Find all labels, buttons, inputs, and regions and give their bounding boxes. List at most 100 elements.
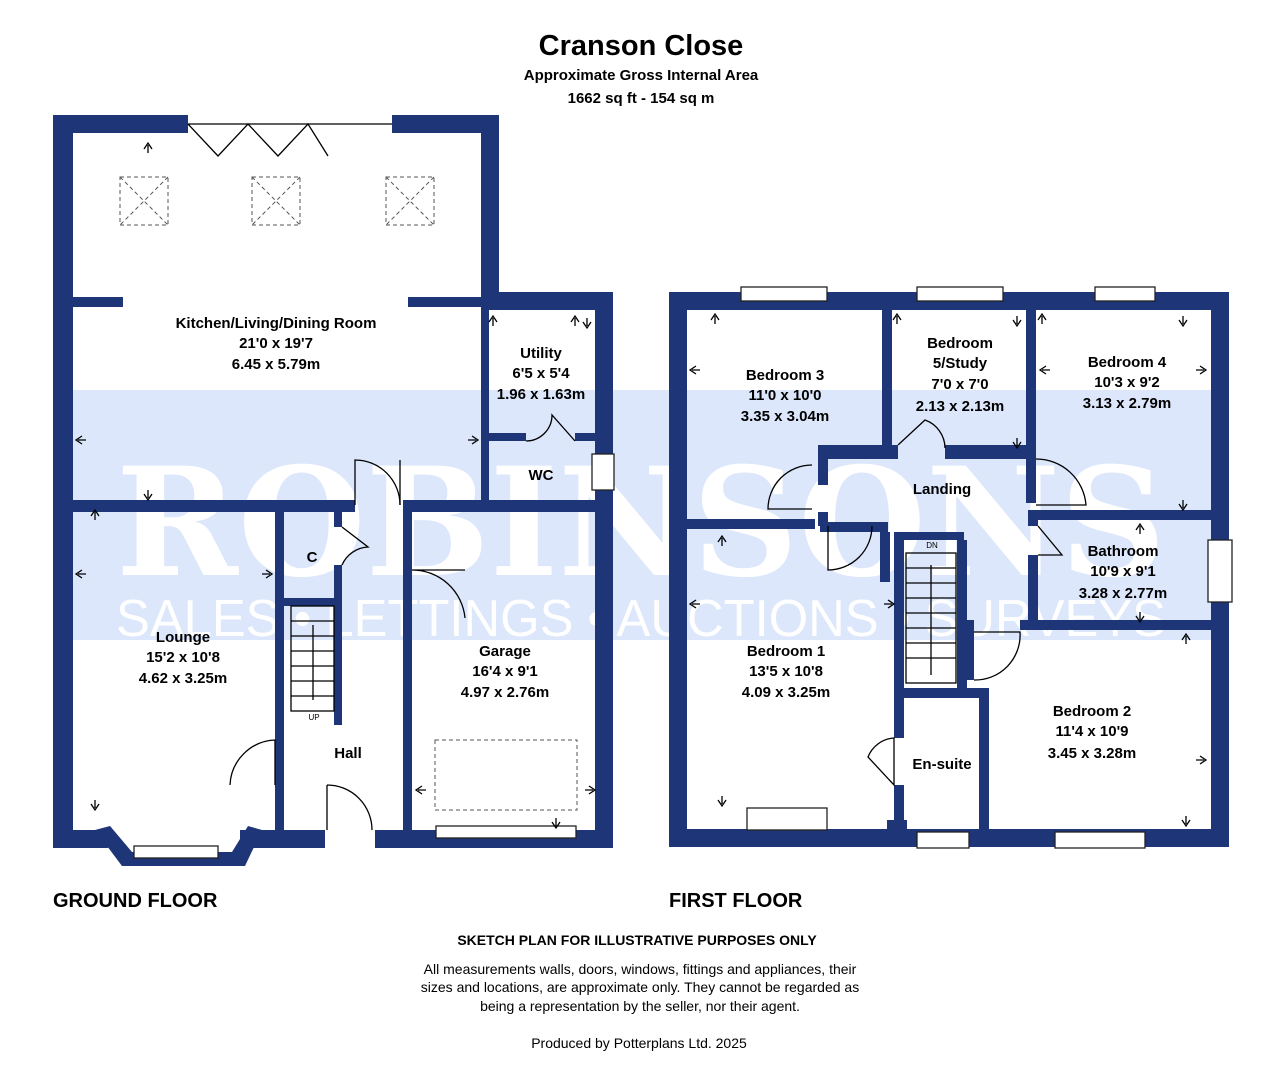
door-swing [1037,525,1064,556]
room-size-metric-bedroom2: 3.45 x 3.28m [1048,745,1136,762]
wall [481,441,489,503]
page-title: Cranson Close [539,30,744,62]
room-size-metric-bedroom5: 2.13 x 2.13m [916,398,1004,415]
measurement-arrows [688,312,1208,828]
door-swing [411,569,466,619]
watermark-tagline: SALES • LETTINGS • AUCTIONS • SURVEYS [116,590,1166,648]
room-size-imperial-bedroom4: 10'3 x 9'2 [1094,374,1160,391]
area-value: 1662 sq ft - 154 sq m [568,90,715,107]
wall [687,519,815,529]
wall [894,688,989,698]
wall [818,512,828,526]
floor-label-ground: GROUND FLOOR [53,890,218,912]
window [746,807,828,831]
area-label: Approximate Gross Internal Area [524,67,759,84]
wall [284,598,340,606]
room-name-kitchen: Kitchen/Living/Dining Room [176,315,377,332]
room-size-imperial-lounge: 15'2 x 10'8 [146,649,220,666]
wall [1028,510,1038,526]
door-swing [827,525,873,571]
room-name-bedroom5: Bedroom [927,335,993,352]
skylight [385,176,435,226]
wall [894,785,904,830]
wall [403,500,595,512]
room-size-metric-lounge: 4.62 x 3.25m [139,670,227,687]
wall [481,115,499,297]
measurement-arrows [74,141,597,830]
wall [73,500,355,512]
wall [53,830,108,848]
room-size-metric-bedroom3: 3.35 x 3.04m [741,408,829,425]
room-name-hall: Hall [334,745,362,762]
window [740,286,828,302]
wall [73,297,123,307]
wall [240,830,325,848]
wall [1026,310,1036,460]
disclaimer-title: SKETCH PLAN FOR ILLUSTRATIVE PURPOSES ON… [457,932,817,948]
door-swing [229,739,276,786]
wall [882,310,892,450]
skylight [251,176,301,226]
garage-door-outline [434,739,578,811]
room-size-imperial-bedroom2: 11'4 x 10'9 [1055,723,1128,740]
wall [894,698,904,738]
door-swing [973,631,1021,681]
door-swing [1035,458,1087,506]
room-size-metric-utility: 1.96 x 1.63m [497,386,585,403]
ground-floor-plan: UP [53,115,615,866]
room-name-lounge: Lounge [156,629,210,646]
wall [1028,555,1038,625]
disclaimer-line: sizes and locations, are approximate onl… [421,979,859,995]
window [1207,539,1233,603]
skylight [119,176,169,226]
door-swing [897,419,946,449]
door-swing [354,459,401,506]
wall [669,292,687,847]
wall [481,292,613,310]
room-size-metric-bedroom4: 3.13 x 2.79m [1083,395,1171,412]
wall [979,688,989,830]
room-size-metric-bathroom: 3.28 x 2.77m [1079,585,1167,602]
room-name-bathroom: Bathroom [1088,543,1159,560]
wall [945,445,1035,459]
wall [1020,620,1211,630]
wall [1026,455,1036,503]
wall [275,512,284,834]
room-size-imperial-bathroom: 10'9 x 9'1 [1090,563,1156,580]
wall [820,522,888,532]
room-name-wc: WC [529,467,554,484]
window [916,286,1004,302]
stairs-up-label: UP [308,713,319,722]
door-swing [525,413,576,442]
room-name-bedroom4: Bedroom 4 [1088,354,1167,371]
room-name-bedroom5-line2: 5/Study [933,355,988,372]
room-name-ensuite: En-suite [912,756,971,773]
wall [53,115,188,133]
bifold-door [187,122,329,157]
wall [962,620,974,680]
wall [880,532,890,582]
wall [957,540,967,690]
door-swing [867,737,895,787]
door-swing [341,526,370,566]
window [1054,831,1146,849]
watermark-band [72,390,1212,640]
window [591,453,615,491]
door-swing [767,464,813,510]
wall [1028,510,1211,520]
wall [818,445,828,485]
wall [53,115,73,847]
room-name-bedroom3: Bedroom 3 [746,367,824,384]
room-size-imperial-kitchen: 21'0 x 19'7 [239,335,313,352]
bay-window [133,845,219,859]
stairs-up: UP [290,605,335,722]
wall [887,820,907,836]
wall [818,445,898,459]
watermark: ROBINSONS SALES • LETTINGS • AUCTIONS • … [72,390,1212,648]
producer-credit: Produced by Potterplans Ltd. 2025 [531,1035,747,1051]
stairs-down-label: DN [926,541,938,550]
wall [334,512,342,527]
room-size-imperial-garage: 16'4 x 9'1 [472,663,538,680]
room-size-imperial-utility: 6'5 x 5'4 [512,365,570,382]
